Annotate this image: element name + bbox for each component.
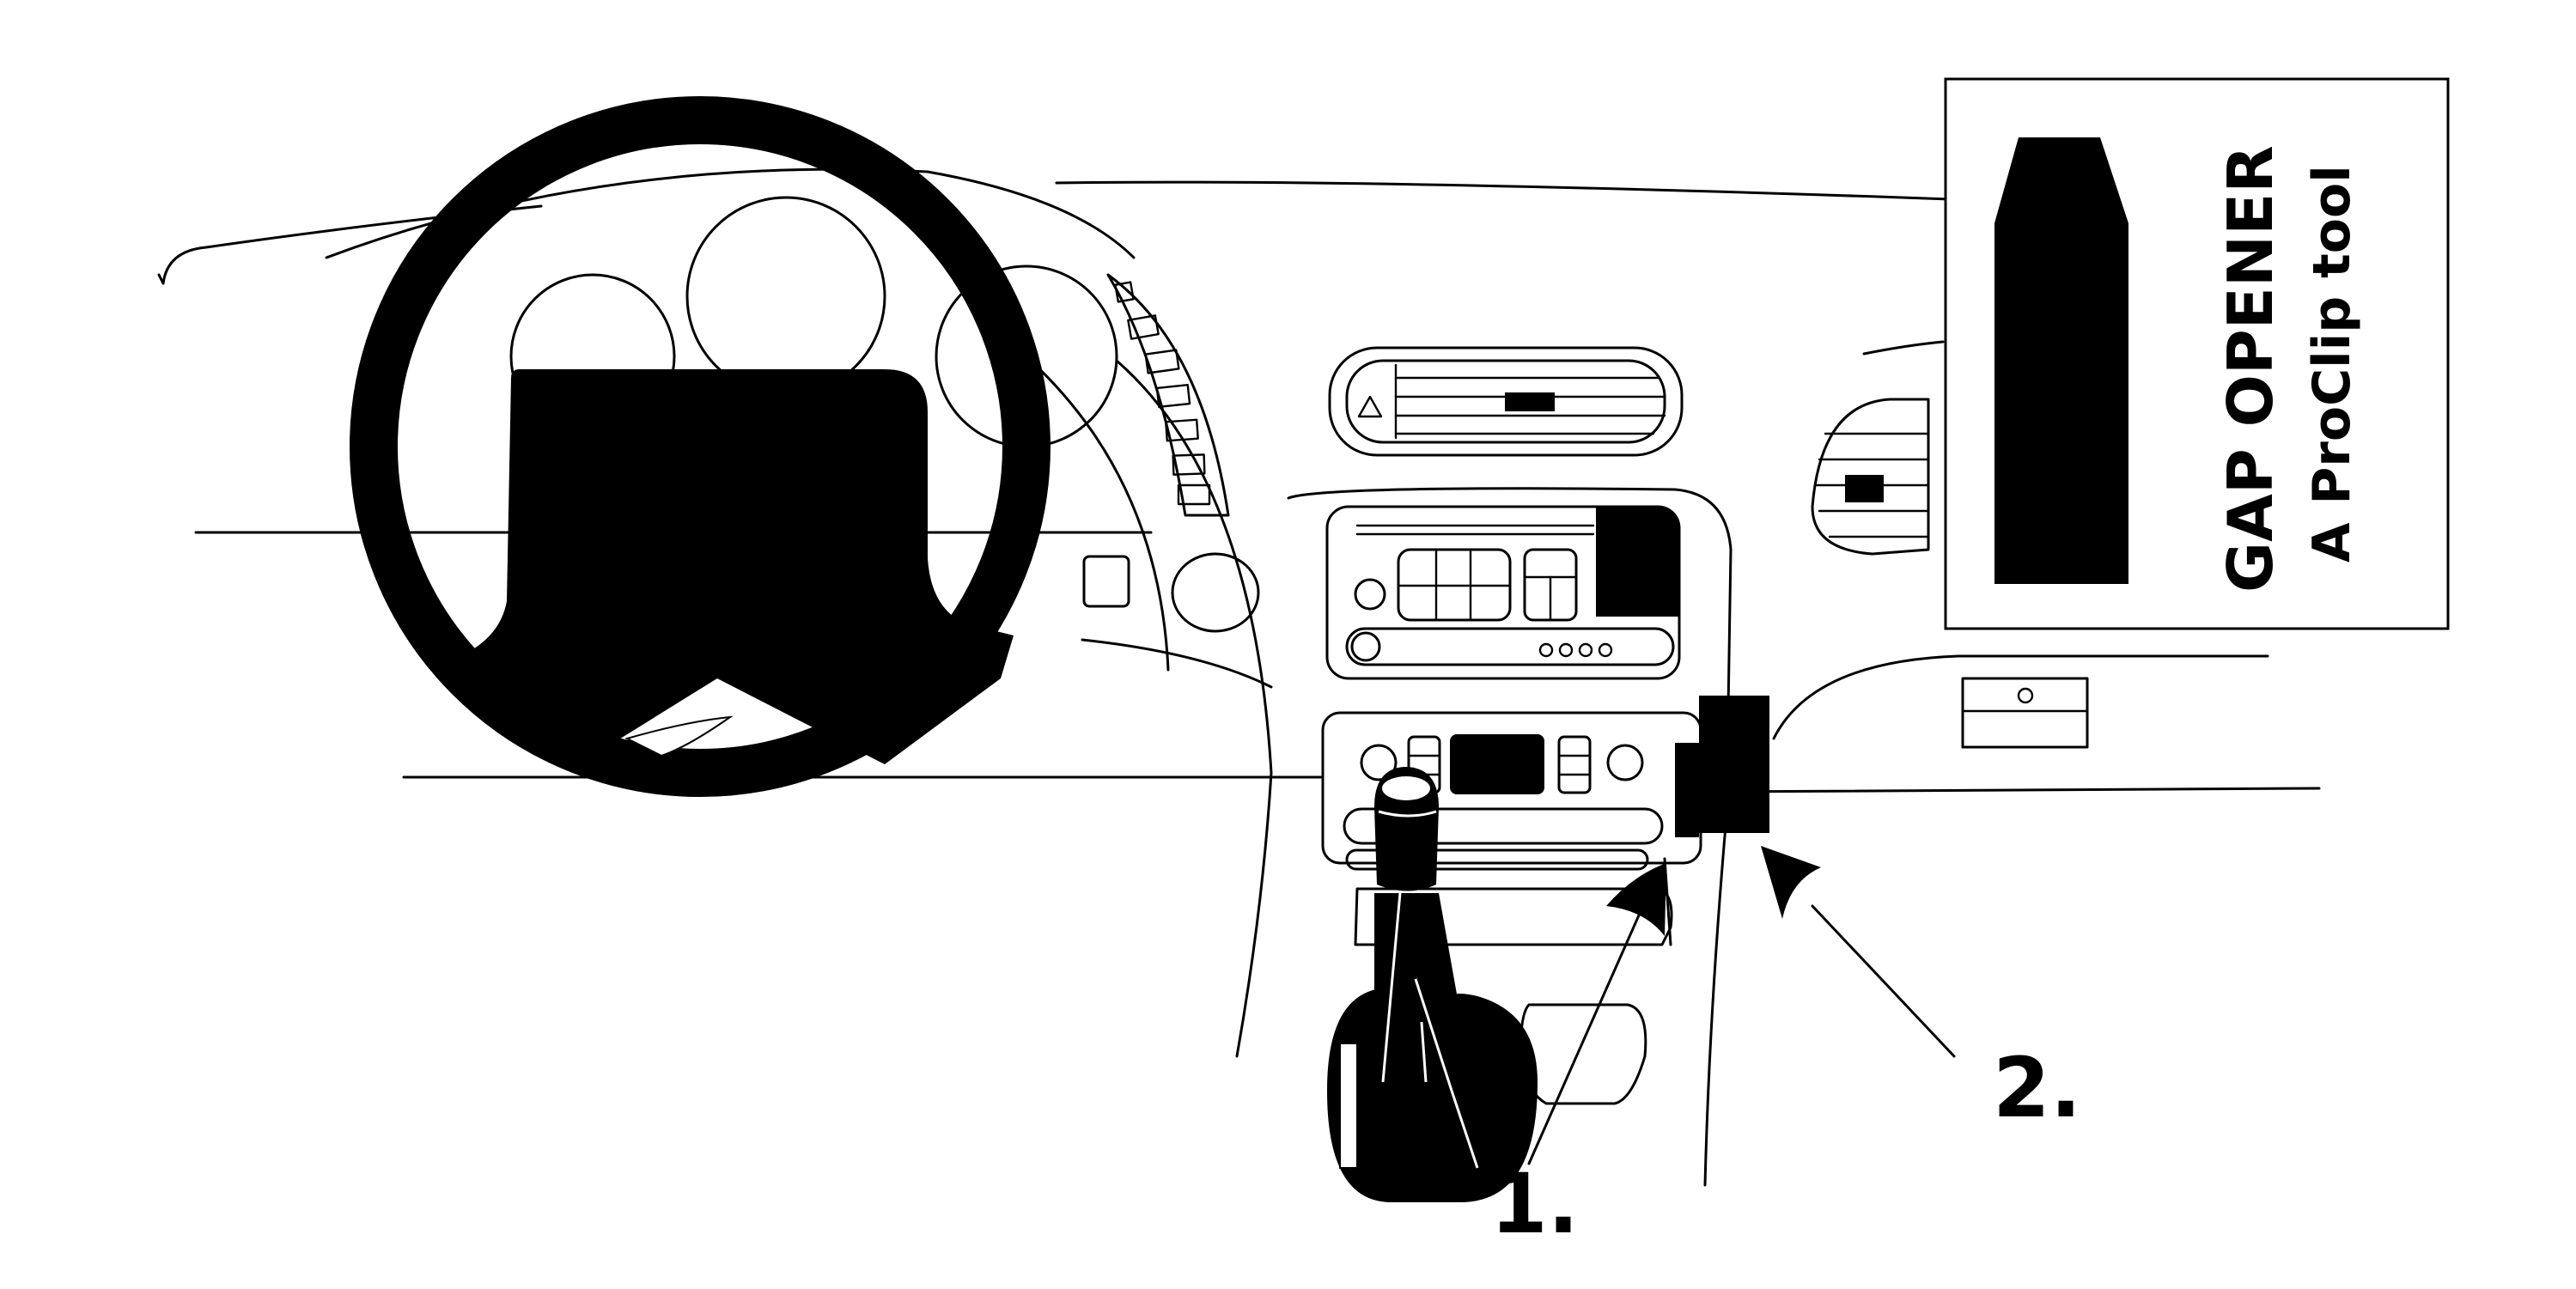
right-air-vent [1811,398,1930,556]
gauge-center [685,196,886,397]
shifter-shaft [1374,893,1460,1185]
inset-title: GAP OPENER [2214,145,2287,593]
side-vent-strip [1106,273,1230,517]
shifter-knob [1374,767,1439,891]
steering-wheel [350,96,1050,797]
steering-hub [434,369,1014,764]
passenger-switch [1961,677,2089,749]
left-controls [1082,552,1260,633]
switch-panel [1082,555,1130,608]
callout-arrow-1 [1527,857,1672,1165]
climate-panel [1321,711,1702,871]
callout-label-2: 2. [1993,1040,2081,1136]
hazard-triangle-icon [1357,395,1383,418]
inset-subtitle: A ProClip tool [2302,165,2362,562]
gear-shifter [1327,767,1538,1202]
center-air-vent [1328,346,1684,457]
radio-unit [1325,505,1681,680]
callout-arrow-2 [1761,846,1956,1058]
gap-opener-tool-icon [1994,137,2128,584]
gap-opener-inset: GAP OPENER A ProClip tool [1944,77,2450,630]
round-knob [1171,552,1260,633]
callout-label-1: 1. [1490,1156,1579,1252]
steering-rim [350,96,1050,797]
mounting-bracket [1675,696,1769,837]
